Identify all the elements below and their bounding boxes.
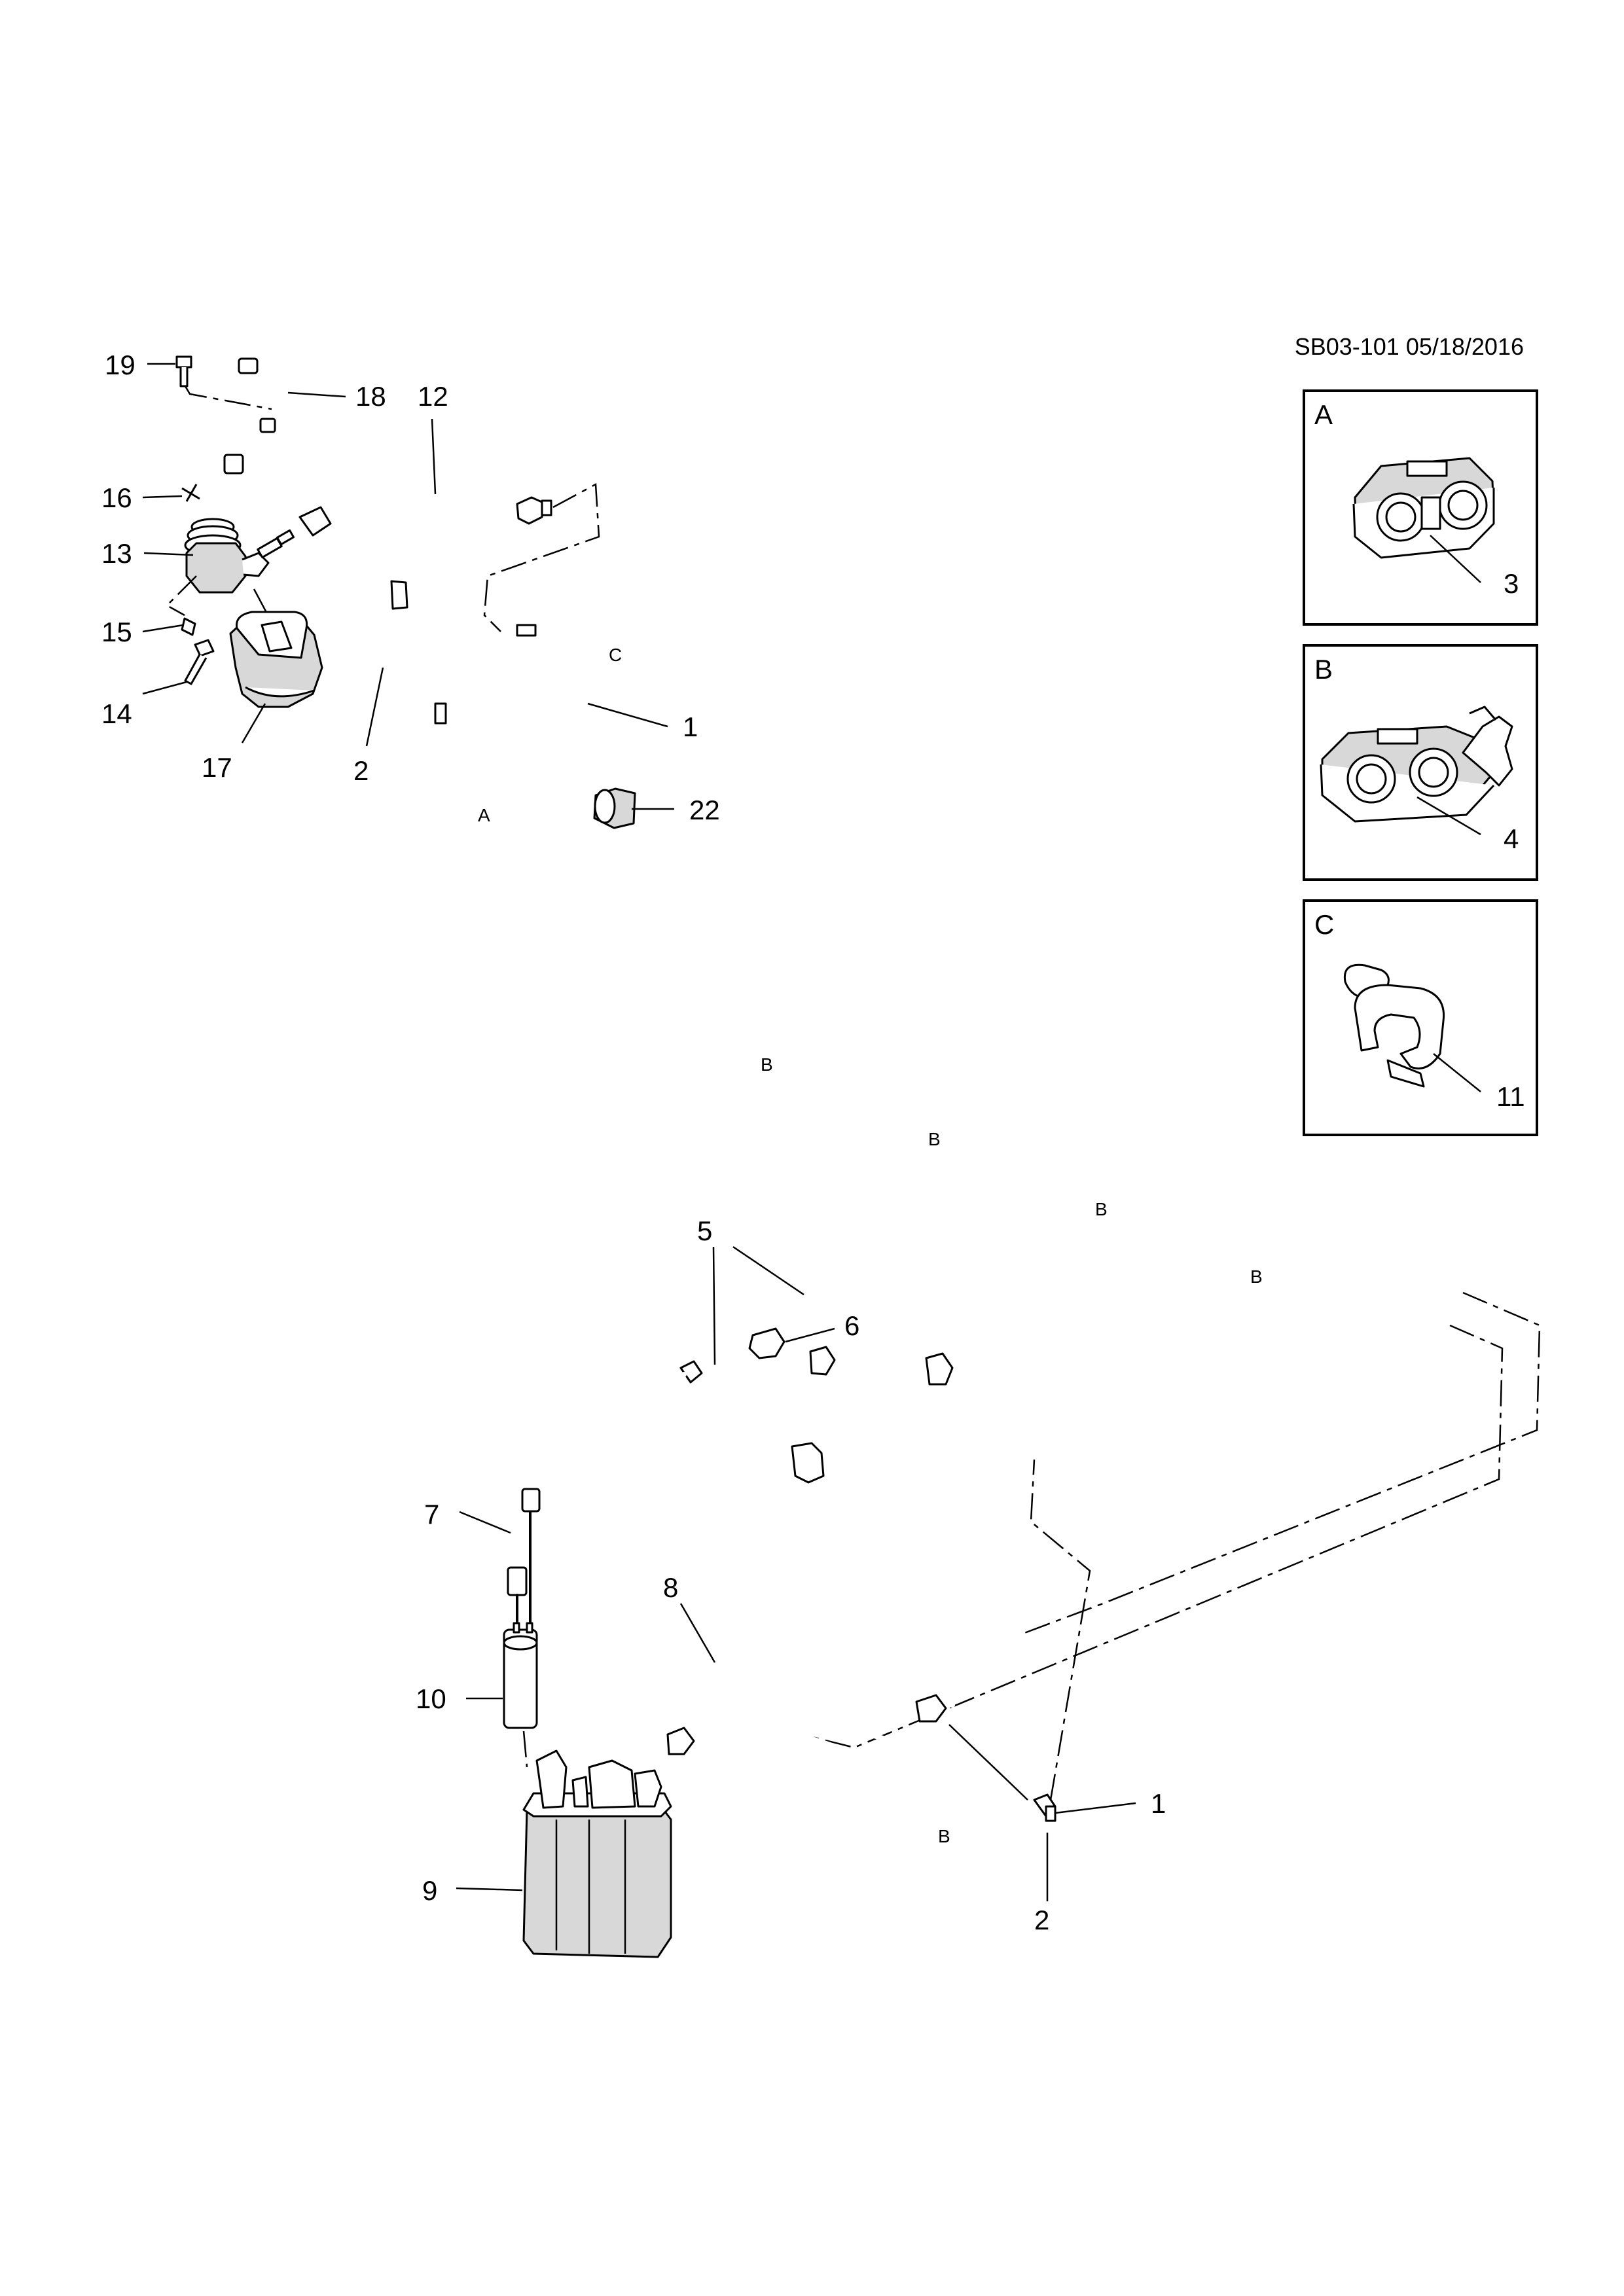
- callout-7: 7: [424, 1499, 439, 1530]
- callout-5: 5: [697, 1215, 712, 1246]
- route-letter-b-4: B: [1250, 1266, 1263, 1287]
- callout-15: 15: [101, 617, 132, 647]
- callout-2-top: 2: [353, 755, 369, 786]
- callout-22: 22: [689, 795, 720, 825]
- bracket-17-icon: [229, 611, 323, 708]
- route-letter-c: C: [609, 645, 622, 665]
- route-letter-a: A: [478, 805, 490, 825]
- callout-16: 16: [101, 482, 132, 513]
- bolt-19-dash: [184, 386, 272, 410]
- purge-valve-13-icon: [184, 518, 295, 594]
- inset-a-letter: A: [1314, 399, 1333, 430]
- pipe-5-icon: [708, 1246, 954, 1386]
- callout-3: 3: [1504, 568, 1519, 599]
- inset-a-leader: [1430, 535, 1481, 583]
- callout-6: 6: [844, 1310, 859, 1341]
- inset-c-leader: [1433, 1053, 1481, 1092]
- callout-17: 17: [202, 752, 232, 783]
- callout-18: 18: [355, 381, 386, 412]
- pipe-b-lower: [786, 1719, 1056, 1835]
- washer-15-icon: [181, 617, 196, 636]
- inset-a: A 3: [1303, 389, 1538, 626]
- callout-13: 13: [101, 538, 132, 569]
- callout-8: 8: [663, 1572, 678, 1603]
- inset-b-leader: [1416, 796, 1481, 836]
- callout-4: 4: [1504, 823, 1519, 854]
- evap-canister-9-icon: [522, 1749, 672, 1958]
- callout-10: 10: [416, 1683, 446, 1714]
- inset-b-letter: B: [1314, 654, 1333, 685]
- route-letter-b-5: B: [938, 1826, 950, 1846]
- pipe-8-icon: [636, 1575, 955, 1755]
- callout-2-bottom: 2: [1034, 1905, 1049, 1935]
- clip-16-icon: [181, 484, 200, 502]
- pipe-12-icon: [298, 496, 552, 537]
- grommet-22-icon: [593, 787, 636, 829]
- pipe-7-icon: [507, 1372, 825, 1624]
- pipe-clamp-11-icon: [1343, 963, 1445, 1088]
- bolt-14-icon: [184, 639, 215, 685]
- callout-1-top: 1: [683, 711, 698, 742]
- callout-19: 19: [105, 350, 135, 380]
- callout-12: 12: [418, 381, 448, 412]
- route-letter-b-1: B: [761, 1054, 773, 1075]
- inset-c: C 11: [1303, 899, 1538, 1136]
- purge-valve-assembly: 19 18 16 13: [101, 350, 600, 783]
- pipe-b-run: [819, 1018, 1466, 1328]
- connector-6-icon: [679, 1327, 836, 1384]
- pipe-clip-3-icon: [1352, 457, 1495, 559]
- callout-11: 11: [1496, 1081, 1525, 1112]
- route-letter-b-2: B: [928, 1129, 941, 1149]
- callout-14: 14: [101, 698, 132, 729]
- callout-1-bottom: 1: [1151, 1788, 1166, 1819]
- pipe-1-top: [514, 616, 824, 1024]
- route-letter-b-3: B: [1095, 1199, 1108, 1219]
- callout-9: 9: [422, 1875, 437, 1906]
- diagram-reference: SB03-101 05/18/2016: [1295, 333, 1524, 360]
- pipe-2-top: [366, 580, 824, 1056]
- filter-10-icon: [503, 1622, 538, 1729]
- inset-c-letter: C: [1314, 909, 1334, 940]
- inset-b: B 4: [1303, 644, 1538, 881]
- pipe-18-icon: [223, 357, 289, 526]
- bolt-19-icon: [175, 355, 192, 387]
- pipe-clip-4-icon: [1320, 706, 1513, 823]
